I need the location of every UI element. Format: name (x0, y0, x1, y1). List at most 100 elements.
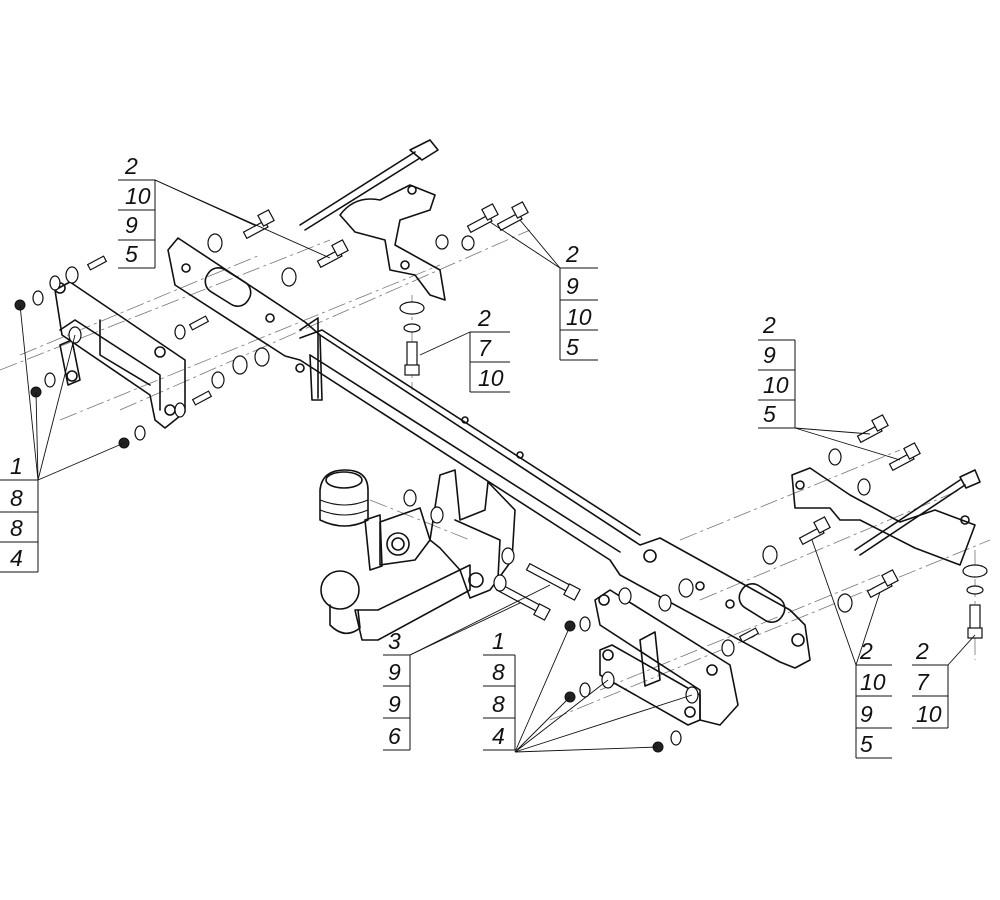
bolt (496, 201, 529, 232)
washer (461, 235, 475, 251)
washer (403, 323, 421, 333)
callout-left-bracket: 1 8 8 4 (0, 453, 39, 573)
callout-right-stud: 2 7 10 (912, 638, 949, 729)
bolt (525, 562, 581, 601)
washer (430, 506, 444, 524)
bolt (798, 516, 831, 546)
callout-value: 10 (860, 669, 886, 695)
callout-value: 9 (125, 212, 138, 238)
callout-value: 10 (478, 365, 504, 391)
callout-value: 4 (492, 723, 505, 749)
stud-bolt (404, 341, 420, 376)
callout-top-left: 2 10 9 5 (118, 153, 156, 269)
washer (65, 266, 79, 284)
washer (399, 301, 425, 315)
upper-center-bracket (299, 139, 446, 301)
washer (44, 372, 56, 388)
washer (435, 234, 449, 250)
washer (281, 267, 297, 287)
bolt (738, 627, 760, 643)
washer (403, 489, 417, 507)
washer (857, 478, 871, 496)
callout-value: 8 (10, 485, 23, 511)
callout-value: 10 (566, 304, 592, 330)
callout-value: 2 (124, 153, 138, 179)
callout-value: 7 (478, 335, 492, 361)
bolt (888, 442, 921, 472)
callout-value: 8 (492, 659, 505, 685)
washer (207, 233, 223, 253)
callout-value: 1 (10, 453, 23, 479)
callout-value: 2 (762, 312, 776, 338)
ball-mount-bracket (364, 469, 516, 599)
stud-bolt (967, 604, 983, 639)
callout-value: 5 (763, 401, 776, 427)
callout-value: 5 (566, 334, 579, 360)
callout-right-bracket: 1 8 8 4 (483, 628, 516, 751)
washer (670, 730, 682, 746)
callout-value: 3 (388, 628, 401, 654)
washer (49, 275, 61, 291)
washer (254, 347, 270, 367)
bolt (316, 239, 349, 269)
bolt (866, 569, 899, 599)
right-lower-bracket (594, 589, 739, 726)
callout-value: 7 (916, 669, 930, 695)
callout-value: 9 (388, 691, 401, 717)
washer (174, 324, 186, 340)
washer (232, 355, 248, 375)
callout-top-right: 2 9 10 5 (559, 241, 598, 361)
callout-value: 9 (388, 659, 401, 685)
callout-right-lower: 2 10 9 5 (855, 638, 892, 759)
callout-center-stud: 2 7 10 (469, 305, 510, 393)
washer (579, 682, 591, 698)
washer (678, 578, 694, 598)
washer (211, 371, 225, 389)
bolt (856, 414, 889, 444)
washer (134, 425, 146, 441)
callout-value: 5 (860, 731, 873, 757)
callout-value: 10 (125, 183, 151, 209)
washer (174, 402, 186, 418)
washer (658, 594, 672, 612)
callout-value: 10 (916, 701, 942, 727)
tow-ball-assembly (319, 469, 471, 641)
callout-value: 9 (566, 273, 579, 299)
callout-value: 4 (10, 545, 23, 571)
washer (966, 585, 984, 595)
washers-and-nuts (14, 233, 988, 753)
callout-value: 2 (915, 638, 929, 664)
callout-value: 10 (763, 372, 789, 398)
left-side-bracket (54, 281, 186, 429)
bolt (86, 255, 108, 271)
callout-value: 9 (860, 701, 873, 727)
callout-ball-mount: 3 9 9 6 (383, 628, 411, 751)
washer (828, 448, 842, 466)
callout-value: 6 (388, 723, 401, 749)
callout-value: 2 (859, 638, 873, 664)
bolt (191, 390, 213, 406)
washer (721, 639, 735, 657)
callout-value: 9 (763, 342, 776, 368)
bolt (466, 203, 499, 234)
washer (618, 587, 632, 605)
washer (493, 574, 507, 592)
main-crossbar (167, 237, 811, 669)
leader-lines (19, 179, 976, 753)
right-upper-bracket (791, 467, 981, 566)
washer (762, 545, 778, 565)
bolt (188, 315, 210, 331)
callout-value: 8 (492, 691, 505, 717)
callout-value: 8 (10, 515, 23, 541)
bolt (242, 209, 275, 240)
washer (962, 564, 988, 578)
washer (32, 290, 44, 306)
callout-value: 5 (125, 241, 138, 267)
callout-value: 1 (492, 628, 505, 654)
washer (579, 616, 591, 632)
bolts (86, 201, 983, 643)
washer (501, 547, 515, 565)
washer (837, 593, 853, 613)
